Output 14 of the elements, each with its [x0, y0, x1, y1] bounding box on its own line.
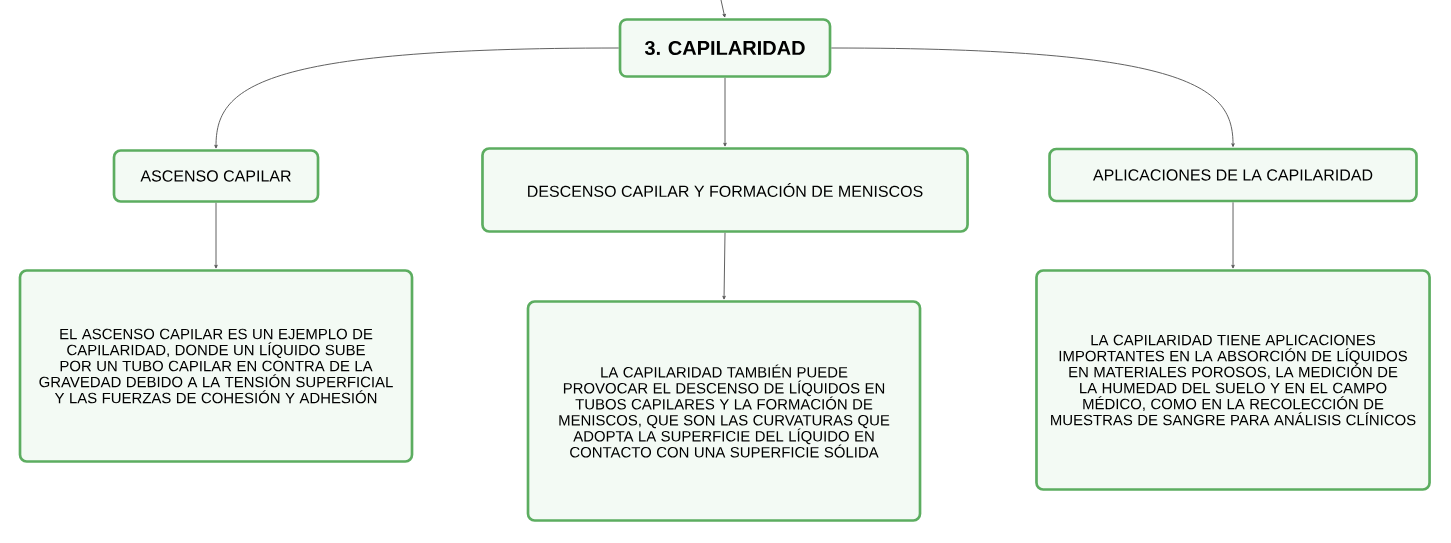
- topic-box: DESCENSO CAPILAR Y FORMACIÓN DE MENISCOS: [481, 147, 969, 233]
- arrow: [830, 47, 1235, 147]
- arrow: [720, 0, 726, 18]
- arrow: [1231, 201, 1235, 269]
- description-box: EL ASCENSO CAPILAR ES UN EJEMPLO DE CAPILARIDAD, DONDE UN LÍQUIDO SUBE POR UN TUBO CAPILAR EN CONTRA DE LA GRAVEDAD DEBIDO A LA TENSIÓN SUPERFICIAL Y LAS FUERZAS DE COHESIÓN Y ADHESIÓN: [18, 269, 414, 463]
- topic-box: APLICACIONES DE LA CAPILARIDAD: [1048, 147, 1418, 203]
- description-box: LA CAPILARIDAD TAMBIÉN PUEDE PROVOCAR EL DESCENSO DE LÍQUIDOS EN TUBOS CAPILARES Y LA FORMACIÓN DE MENISCOS, QUE SON LAS CURVATURAS QUE ADOPTA LA SUPERFICIE DEL LÍQUIDO EN CONTACTO CON UNA SUPERFICIE SÓLIDA: [526, 300, 922, 522]
- description-box: LA CAPILARIDAD TIENE APLICACIONES IMPORTANTES EN LA ABSORCIÓN DE LÍQUIDOS EN MATERIALES POROSOS, LA MEDICIÓN DE LA HUMEDAD DEL SUELO Y EN EL CAMPO MÉDICO, COMO EN LA RECOLECCIÓN DE MUESTRAS DE SANGRE PARA ANÁLISIS CLÍNICOS: [1035, 269, 1431, 491]
- title-box: 3. CAPILARIDAD: [618, 18, 832, 78]
- topic-box: ASCENSO CAPILAR: [112, 149, 320, 203]
- arrow: [723, 77, 727, 147]
- arrow: [722, 232, 726, 300]
- arrow: [214, 47, 620, 149]
- arrow: [214, 202, 218, 269]
